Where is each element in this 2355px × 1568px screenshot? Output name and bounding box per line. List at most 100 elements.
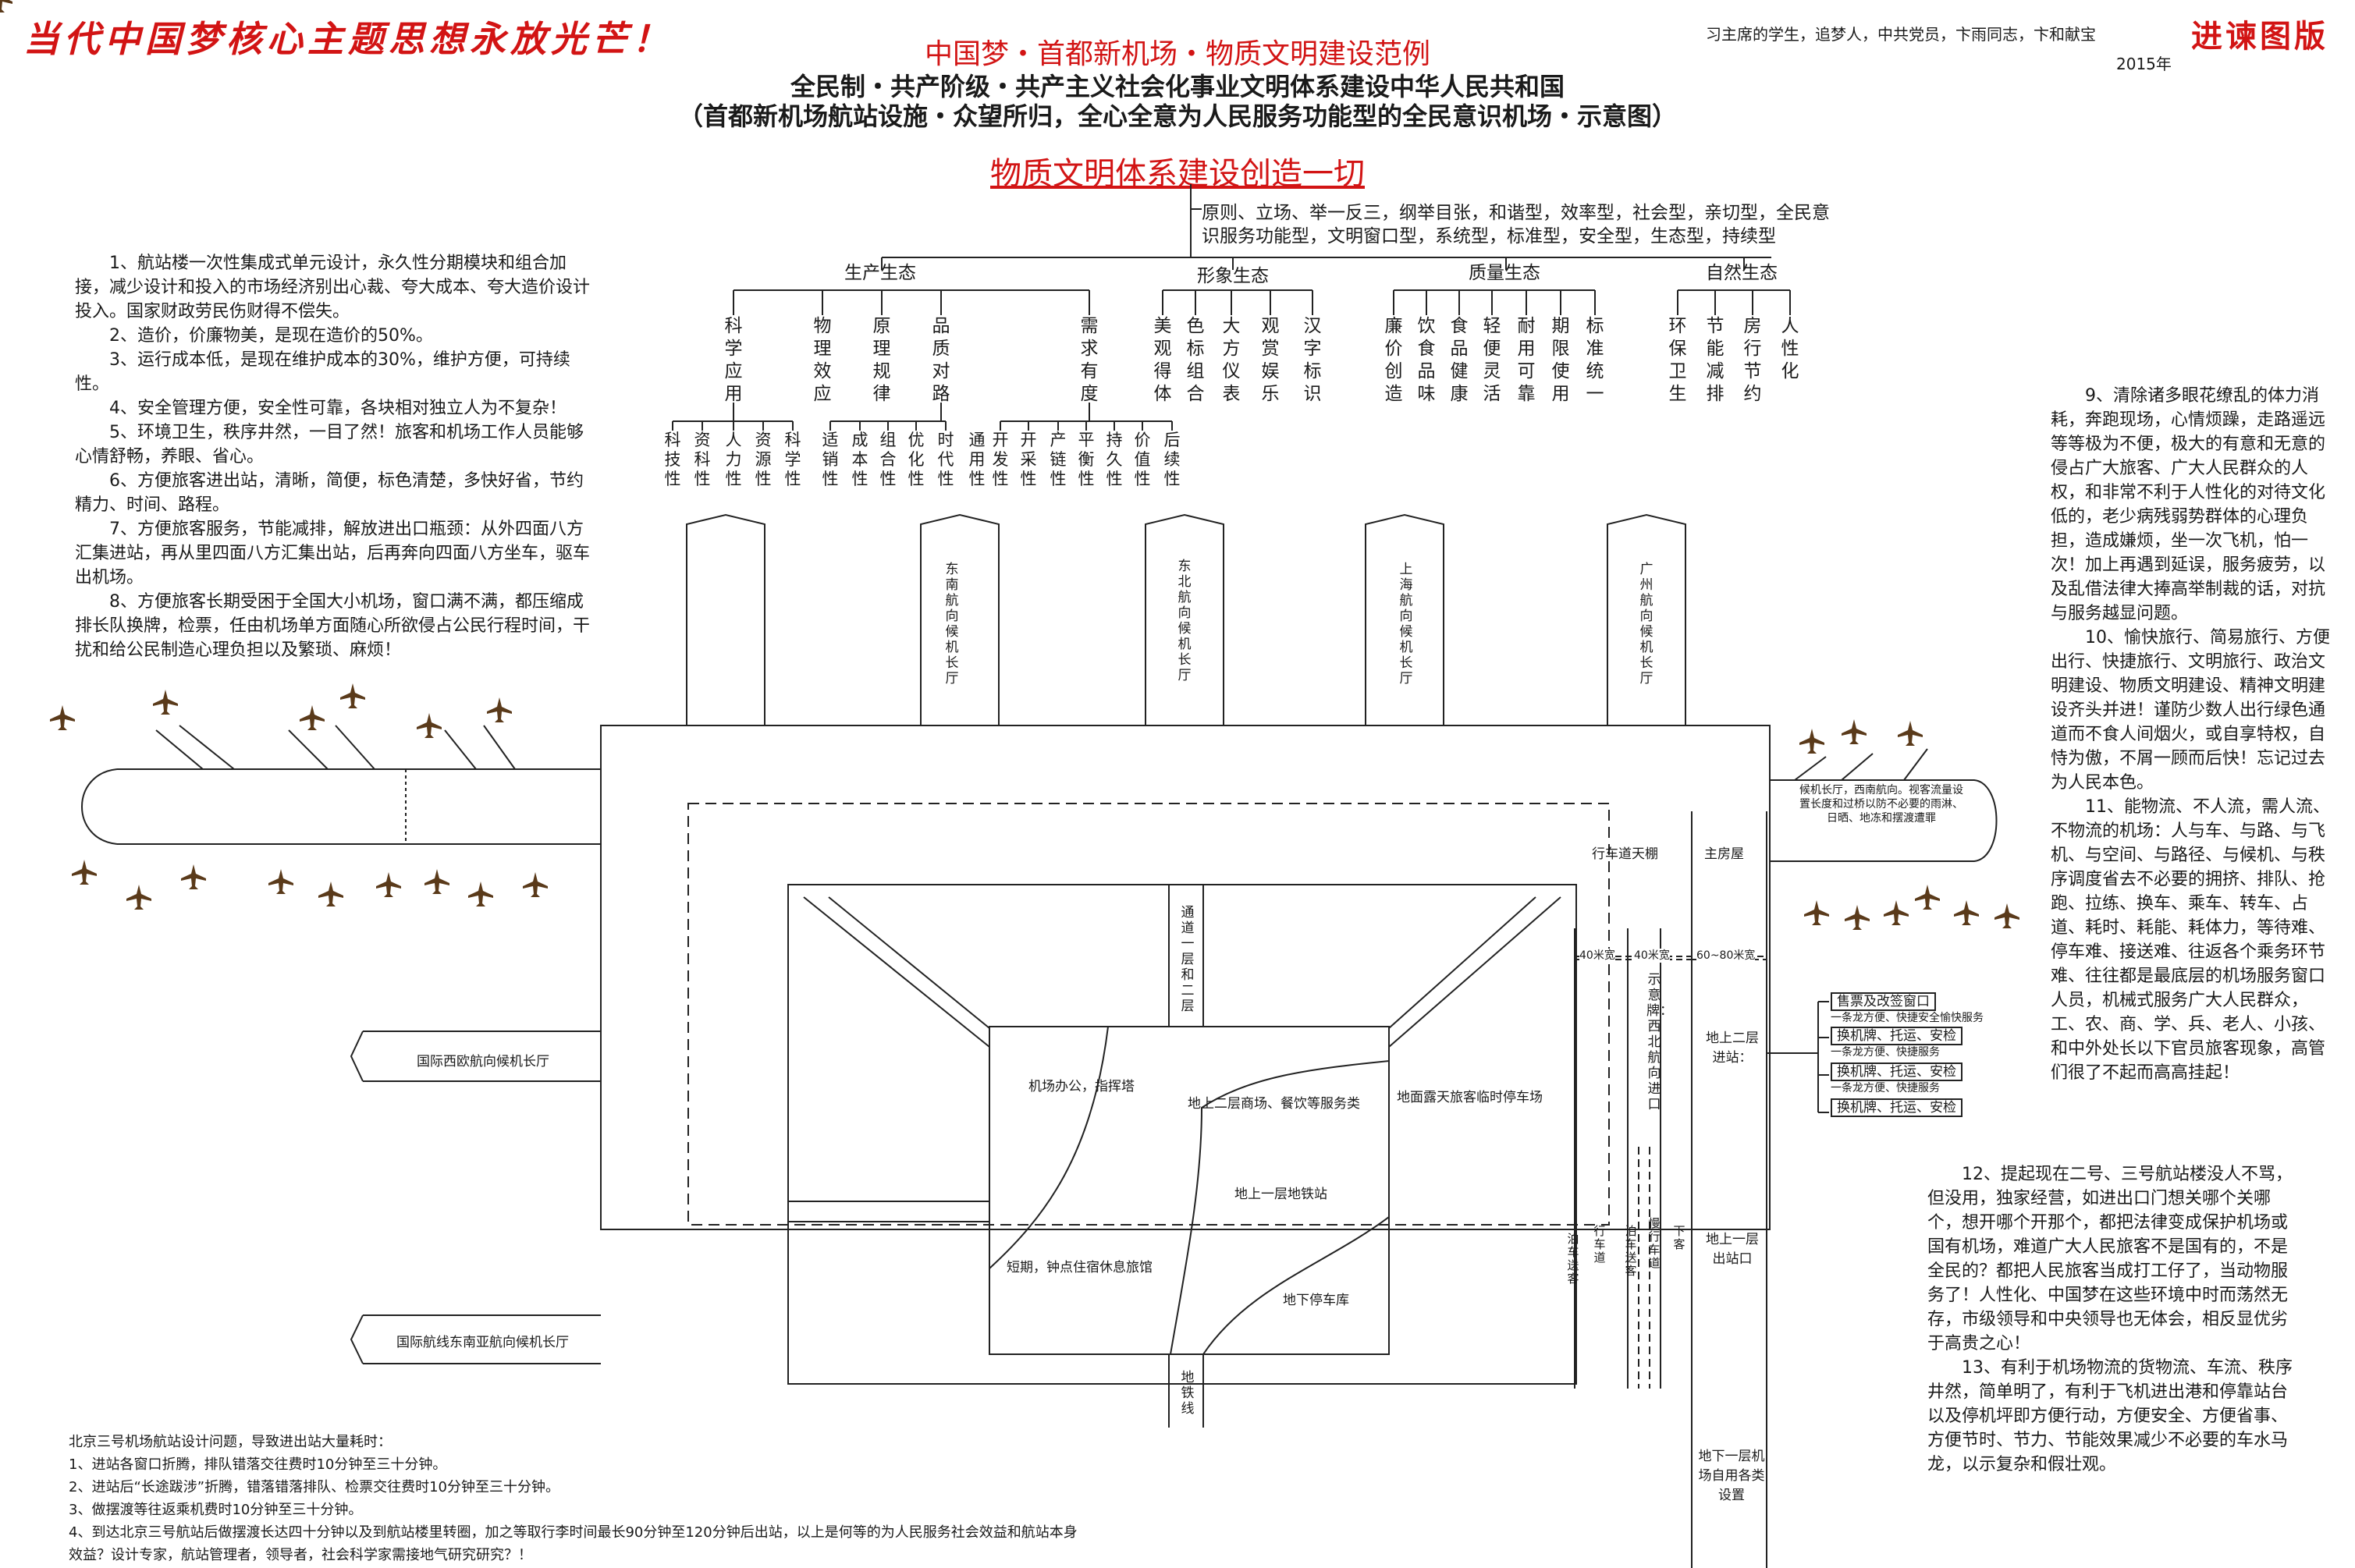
node-sub: 持久性 bbox=[1106, 431, 1123, 488]
node-sub: 时代性 bbox=[937, 431, 954, 488]
office-label: 机场办公，指挥塔 bbox=[1028, 1079, 1135, 1094]
node-production: 物理效应 bbox=[813, 316, 832, 404]
node-quality: 耐用可靠 bbox=[1517, 316, 1536, 404]
subtitle: 全民制・共产阶级・共产主义社会化事业文明体系建设中华人民共和国 bbox=[790, 72, 1565, 101]
node-image: 美观得体 bbox=[1153, 316, 1172, 404]
node-sub: 成本性 bbox=[851, 431, 868, 488]
service-note: 一条龙方便、快捷服务 bbox=[1831, 1082, 1940, 1094]
note-item: 9、清除诸多眼花缭乱的体力消耗，奔跑现场，心情烦躁，走路遥远等等极为不便，极大的… bbox=[2051, 386, 2326, 623]
node-sub: 优化性 bbox=[908, 431, 925, 488]
node-production: 需求有度 bbox=[1080, 316, 1099, 404]
note-item: 11、能物流、不人流，需人流、不物流的机场：人与车、与路、与飞机、与空间、与路径… bbox=[2051, 797, 2330, 1083]
note-item: 10、愉快旅行、简易旅行、方便出行、快捷旅行、文明旅行、政治文明建设、物质文明建… bbox=[2051, 628, 2330, 793]
note-item: 1、航站楼一次性集成式单元设计，永久性分期模块和组合加接，减少设计和投入的市场经… bbox=[75, 254, 591, 321]
node-image: 汉字标识 bbox=[1303, 316, 1322, 404]
garage-label: 地下停车库 bbox=[1283, 1293, 1349, 1308]
note-item: 13、有利于机场物流的货物流、车流、秩序井然，简单明了，有利于飞机进出港和停靠站… bbox=[1927, 1358, 2293, 1474]
lane-label: 泊车送客 bbox=[1625, 1224, 1637, 1278]
subtitle-caption: （首都新机场航站设施・众望所归，全心全意为人民服务功能型的全民意识机场・示意图） bbox=[677, 101, 1677, 131]
checkin-box: 换机牌、托运、安检 bbox=[1831, 1098, 1962, 1117]
node-sub: 科技性 bbox=[664, 431, 681, 488]
node-sub: 价值性 bbox=[1134, 431, 1151, 488]
checkin-box: 换机牌、托运、安检 bbox=[1831, 1062, 1962, 1081]
right-notes-top: 9、清除诸多眼花缭乱的体力消耗，奔跑现场，心情烦躁，走路遥远等等极为不便，极大的… bbox=[2051, 384, 2341, 1085]
category-quality: 质量生态 bbox=[1469, 263, 1540, 283]
width-label: 40米宽 bbox=[1579, 949, 1615, 963]
width-label: 40米宽 bbox=[1634, 949, 1670, 963]
principles-text: 原则、立场、举一反三，纲举目张，和谐型，效率型，社会型，亲切型，全民意识服务功能… bbox=[1202, 203, 1830, 247]
note-item: 4、到达北京三号航站后做摆渡长达四十分钟以及到航站楼里转圈，加之等取行李时间最长… bbox=[69, 1524, 1078, 1563]
checkin-box: 换机牌、托运、安检 bbox=[1831, 1027, 1962, 1045]
author: 习主席的学生，追梦人，中共党员，卞雨同志，卞和献宝 bbox=[1706, 25, 2096, 44]
canopy-label: 行车道天棚 bbox=[1592, 846, 1658, 862]
node-sub: 后续性 bbox=[1163, 431, 1181, 488]
bottom-notes: 北京三号机场航站设计问题，导致进出站大量耗时： 1、进站各窗口折腾，排队错落交往… bbox=[69, 1431, 1083, 1566]
note-item: 2、进站后“长途跋涉”折腾，错落错落排队、检票交往费时10分钟至三十分钟。 bbox=[69, 1479, 560, 1495]
note-item: 2、造价，价廉物美，是现在造价的50%。 bbox=[109, 326, 433, 346]
node-quality: 饮食品味 bbox=[1417, 316, 1436, 404]
node-sub: 组合性 bbox=[879, 431, 897, 488]
shops-label: 地上二层商场、餐饮等服务类 bbox=[1188, 1096, 1360, 1112]
note-item: 3、运行成本低，是现在维护成本的30%，维护方便，可持续性。 bbox=[75, 350, 570, 394]
node-image: 色标组合 bbox=[1186, 316, 1205, 404]
node-sub: 产链性 bbox=[1050, 431, 1067, 488]
hotel-label: 短期，钟点住宿休息旅馆 bbox=[1007, 1260, 1153, 1275]
node-quality: 标准统一 bbox=[1586, 316, 1604, 404]
passage-label: 通道一层和二层 bbox=[1181, 905, 1195, 1014]
note-item: 5、环境卫生，秩序井然，一目了然！旅客和机场工作人员能够心情舒畅，养眼、省心。 bbox=[75, 423, 584, 466]
node-nature: 人性化 bbox=[1781, 316, 1799, 381]
service-note: 一条龙方便、快捷安全愉快服务 bbox=[1831, 1012, 1984, 1024]
category-image: 形象生态 bbox=[1197, 266, 1269, 286]
node-sub: 科学性 bbox=[784, 431, 801, 488]
node-quality: 期限使用 bbox=[1551, 316, 1570, 404]
page-title: 中国梦・首都新机场・物质文明建设范例 bbox=[924, 38, 1430, 70]
node-image: 观赏娱乐 bbox=[1261, 316, 1280, 404]
note-item: 3、做摆渡等往返乘机费时10分钟至三十分钟。 bbox=[69, 1502, 363, 1518]
node-quality: 廉价创造 bbox=[1384, 316, 1403, 404]
airplane-icons bbox=[0, 0, 12, 12]
node-production: 科学应用 bbox=[724, 316, 743, 404]
main-house-label: 主房屋 bbox=[1704, 846, 1744, 862]
year: 2015年 bbox=[2116, 55, 2172, 73]
category-nature: 自然生态 bbox=[1706, 263, 1778, 283]
slogan: 当代中国梦核心主题思想永放光芒！ bbox=[23, 18, 673, 60]
node-nature: 环保卫生 bbox=[1668, 316, 1687, 404]
note-item: 1、进站各窗口折腾，排队错落交往费时10分钟至三十分钟。 bbox=[69, 1456, 447, 1473]
parking-label: 地面露天旅客临时停车场 bbox=[1397, 1090, 1543, 1105]
node-quality: 食品健康 bbox=[1450, 316, 1469, 404]
note-item: 8、方便旅客长期受困于全国大小机场，窗口满不满，都压缩成排长队换牌，检票，任由机… bbox=[75, 592, 591, 660]
node-sub: 适销性 bbox=[822, 431, 839, 488]
metro-line-label: 地铁线 bbox=[1181, 1370, 1195, 1417]
lane-label: 慢行车道 bbox=[1648, 1216, 1661, 1270]
nw-entrance-label: 示意牌：西北航向进口 bbox=[1646, 972, 1673, 1112]
lane-label: 泊车送客 bbox=[1567, 1232, 1579, 1286]
node-production: 原理规律 bbox=[872, 316, 891, 404]
badge: 进谏图版 bbox=[2191, 18, 2328, 55]
tree-heading: 物质文明体系建设创造一切 bbox=[990, 156, 1365, 192]
node-nature: 节能减排 bbox=[1706, 316, 1725, 404]
width-label: 60~80米宽 bbox=[1696, 949, 1756, 963]
node-sub: 资源性 bbox=[755, 431, 772, 488]
ticket-window-box: 售票及改签窗口 bbox=[1831, 992, 1936, 1011]
left-notes: 1、航站楼一次性集成式单元设计，永久性分期模块和组合加接，减少设计和投入的市场经… bbox=[75, 251, 590, 662]
gate-bubble-note: 候机长厅，西南航向。视客流量设置长度和过桥以防不必要的雨淋、日晒、地冻和摆渡遭罪 bbox=[1799, 784, 1963, 825]
service-note: 一条龙方便、快捷服务 bbox=[1831, 1046, 1940, 1059]
gate-label: 上海航向候机长厅 bbox=[1399, 562, 1413, 686]
note-item: 4、安全管理方便，安全性可靠，各块相对独立人为不复杂！ bbox=[109, 399, 567, 418]
node-production: 品质对路 bbox=[932, 316, 950, 404]
bottom-notes-title: 北京三号机场航站设计问题，导致进出站大量耗时： bbox=[69, 1434, 392, 1450]
gate-label: 东北航向候机长厅 bbox=[1178, 559, 1192, 683]
node-quality: 轻便灵活 bbox=[1483, 316, 1501, 404]
gate-label: 广州航向候机长厅 bbox=[1639, 562, 1653, 686]
note-item: 12、提起现在二号、三号航站楼没人不骂，但没用，独家经营，如进出口门想关哪个关哪… bbox=[1927, 1165, 2293, 1353]
arrive-level2-label: 地上二层进站： bbox=[1706, 1031, 1759, 1066]
node-sub: 平衡性 bbox=[1078, 431, 1095, 488]
node-sub: 开发性 bbox=[992, 431, 1009, 488]
lane-label: 行车道 bbox=[1593, 1224, 1606, 1265]
node-sub: 资科性 bbox=[694, 431, 711, 488]
node-sub: 通用性 bbox=[968, 431, 986, 488]
gate-label: 东南航向候机长厅 bbox=[945, 562, 959, 686]
node-sub: 人力性 bbox=[725, 431, 742, 488]
right-notes-bottom: 12、提起现在二号、三号航站楼没人不骂，但没用，独家经营，如进出口门想关哪个关哪… bbox=[1927, 1162, 2294, 1477]
